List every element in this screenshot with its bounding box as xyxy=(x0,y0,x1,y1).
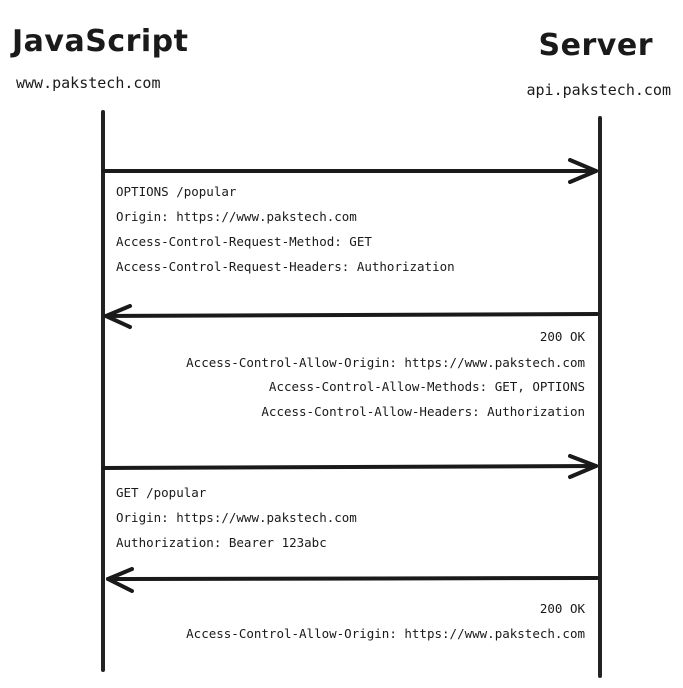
arrow-options-response xyxy=(104,304,599,329)
server-domain: api.pakstech.com xyxy=(526,81,672,99)
arrow-get-response xyxy=(106,567,599,593)
options-response-line: Access-Control-Allow-Headers: Authorizat… xyxy=(261,404,585,419)
client-title: JavaScript xyxy=(12,24,189,59)
get-response-line: Access-Control-Allow-Origin: https://www… xyxy=(186,626,585,641)
arrow-options-request xyxy=(102,158,598,184)
server-lifeline xyxy=(598,116,602,678)
arrow-get-request xyxy=(102,454,598,479)
options-request-line: OPTIONS /popular xyxy=(116,184,237,199)
client-lifeline xyxy=(101,110,105,672)
options-request-line: Access-Control-Request-Method: GET xyxy=(116,234,372,249)
options-request-line: Origin: https://www.pakstech.com xyxy=(116,209,357,224)
options-response-line: Access-Control-Allow-Methods: GET, OPTIO… xyxy=(268,379,585,394)
client-domain: www.pakstech.com xyxy=(16,74,161,92)
get-response-line: 200 OK xyxy=(539,601,585,616)
options-response-line: Access-Control-Allow-Origin: https://www… xyxy=(186,355,585,370)
server-title: Server xyxy=(538,28,653,63)
get-request-line: GET /popular xyxy=(116,485,207,500)
get-request-line: Authorization: Bearer 123abc xyxy=(116,535,327,550)
options-request-line: Access-Control-Request-Headers: Authoriz… xyxy=(116,259,455,274)
options-response-line: 200 OK xyxy=(539,329,585,344)
get-request-line: Origin: https://www.pakstech.com xyxy=(116,510,357,525)
